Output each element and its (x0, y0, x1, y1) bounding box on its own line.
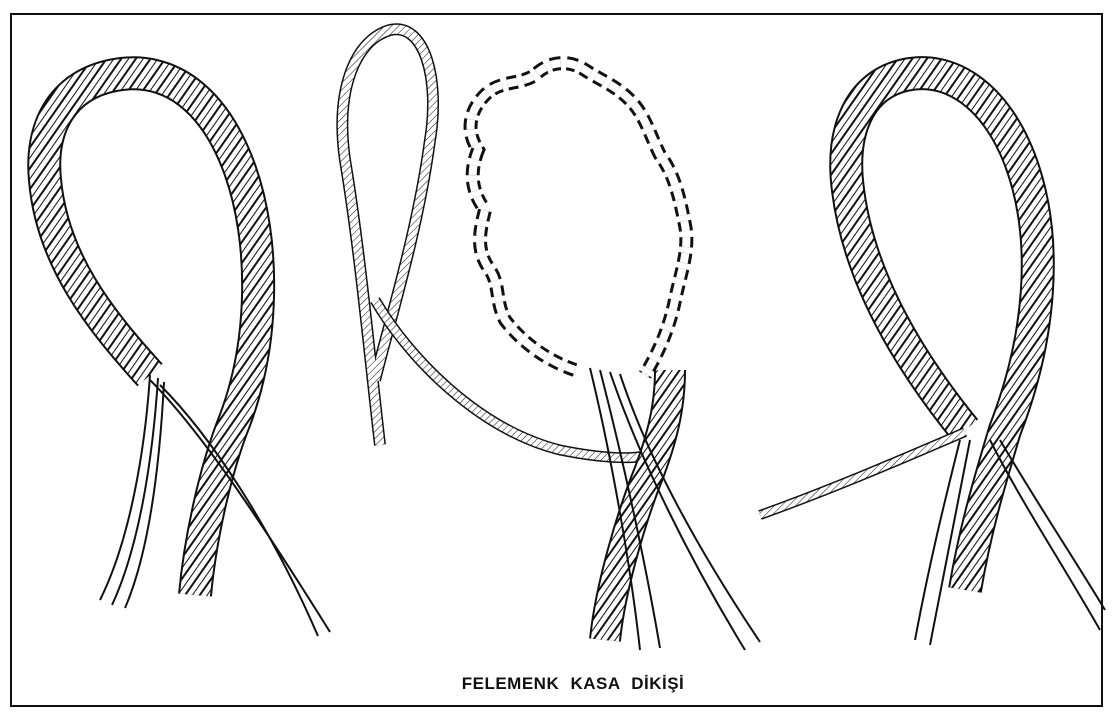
rope-eye-step-2 (342, 29, 760, 650)
rope-eye-step-3 (760, 73, 1105, 645)
figure-caption: FELEMENK KASA DİKİŞİ (0, 674, 1116, 694)
rope-eye-step-1 (44, 73, 330, 636)
